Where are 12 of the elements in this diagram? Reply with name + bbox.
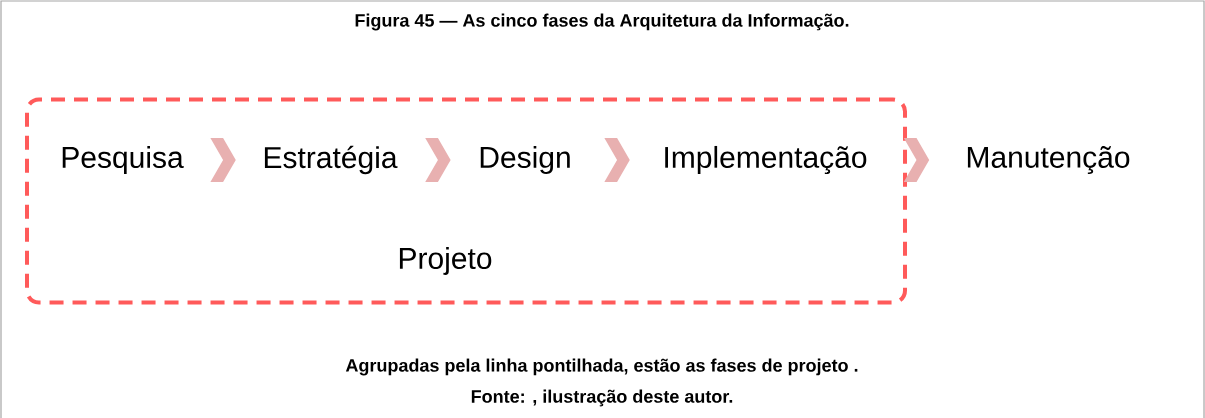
phase-label: Estratégia [264,145,398,175]
phase-label: Pesquisa [62,146,184,174]
caption: Agrupadas pela linha pontilhada, estão as fases de projeto . [345,358,858,376]
source-note: Fonte: , ilustração deste autor. [471,389,733,407]
chevron-arrow [425,138,451,182]
chevron-arrow [210,138,236,182]
chevron-arrow [604,138,630,182]
phase-label: Design [480,146,570,174]
phase-label: Implementação [665,145,867,175]
phase-label: Manutenção [967,146,1130,174]
figure-title: Figura 45 — As cinco fases da Arquitetura da Informação. [355,13,849,31]
chevron-arrow [903,138,930,182]
